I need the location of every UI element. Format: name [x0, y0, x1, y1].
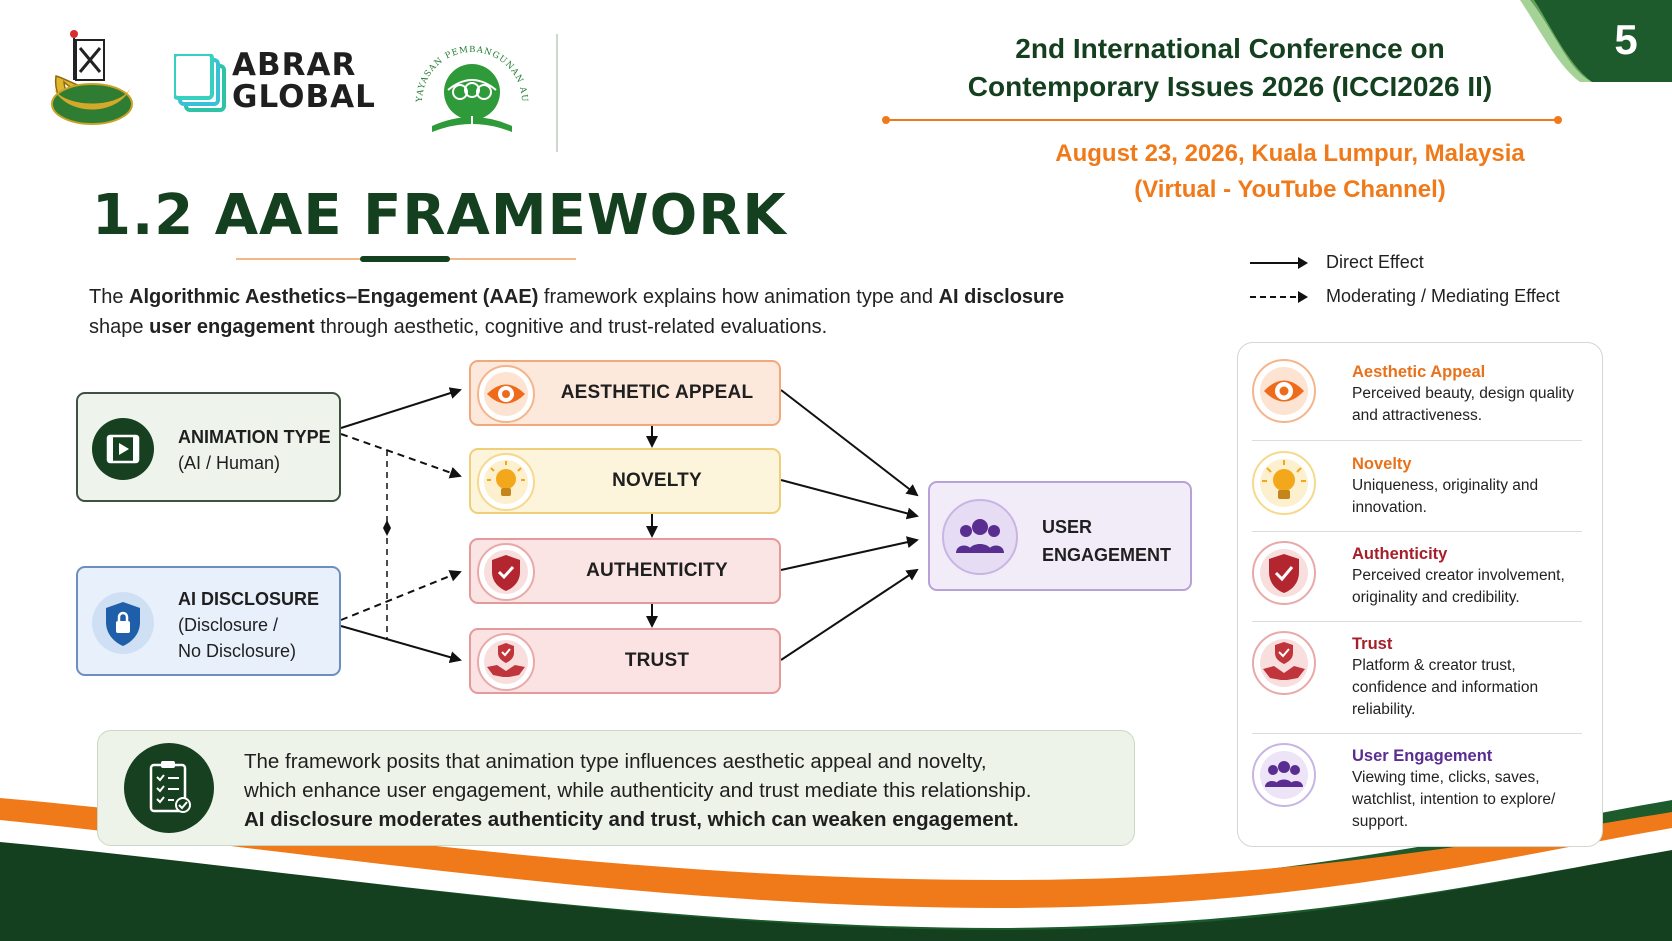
- intro-text: through aesthetic, cognitive and trust-r…: [314, 316, 828, 338]
- animation-type-title: ANIMATION TYPE: [178, 427, 331, 447]
- users-icon: [1252, 743, 1316, 807]
- arrow-tru-ue: [780, 568, 919, 661]
- user-engagement-box: USER ENGAGEMENT: [928, 481, 1192, 591]
- summary-box: The framework posits that animation type…: [97, 730, 1135, 846]
- authenticity-box: AUTHENTICITY: [469, 538, 781, 604]
- film-icon: [92, 418, 154, 480]
- panel-desc-novelty: Uniqueness, originality and innovation.: [1352, 477, 1539, 516]
- ai-disclosure-sub2: No Disclosure): [178, 641, 297, 661]
- ai-disclosure-label: AI DISCLOSURE (Disclosure / No Disclosur…: [178, 586, 319, 664]
- eye-icon: [1252, 359, 1316, 423]
- corner-decoration: [1520, 0, 1672, 82]
- title-underline: [236, 256, 576, 262]
- arrow-aut-ue: [780, 536, 919, 571]
- panel-title-authenticity: Authenticity: [1352, 545, 1448, 563]
- animation-type-sub: (AI / Human): [178, 453, 281, 473]
- shield-check-icon: [477, 543, 535, 601]
- lightbulb-icon: [477, 453, 535, 511]
- conference-date: August 23, 2026, Kuala Lumpur, Malaysia …: [980, 136, 1600, 208]
- user-engagement-label-1: USER: [1042, 517, 1093, 537]
- clipboard-check-icon: [124, 743, 214, 833]
- intro-text: The: [89, 286, 130, 308]
- panel-title-trust: Trust: [1352, 635, 1393, 653]
- lightbulb-icon: [1252, 451, 1316, 515]
- university-crest-logo: [51, 30, 133, 125]
- arrow-ai-authenticity: [340, 570, 462, 621]
- user-engagement-label: USER ENGAGEMENT: [1042, 513, 1171, 569]
- animation-type-label: ANIMATION TYPE (AI / Human): [178, 424, 331, 476]
- user-engagement-label-2: ENGAGEMENT: [1042, 545, 1172, 565]
- panel-desc-authenticity: Perceived creator involvement, originali…: [1352, 567, 1565, 606]
- bottom-wave-decoration: [0, 798, 1672, 941]
- panel-title-novelty: Novelty: [1352, 455, 1412, 473]
- summary-line-2: which enhance user engagement, while aut…: [244, 779, 1032, 802]
- arrow-anim-aesthetic: [340, 387, 462, 429]
- legend-moderating: Moderating / Mediating Effect: [1250, 286, 1650, 310]
- shield-check-icon: [1252, 541, 1316, 605]
- trust-label: TRUST: [624, 650, 690, 671]
- novelty-box: NOVELTY: [469, 448, 781, 514]
- panel-title-user-engagement: User Engagement: [1352, 747, 1493, 765]
- legend-moderating-label: Moderating / Mediating Effect: [1326, 286, 1560, 306]
- summary-line-3: AI disclosure moderates authenticity and…: [244, 808, 1019, 831]
- arrow-nov-ue: [780, 479, 919, 520]
- lock-shield-icon: [92, 592, 154, 654]
- panel-title-aesthetic: Aesthetic Appeal: [1352, 363, 1486, 381]
- animation-type-box: ANIMATION TYPE (AI / Human): [76, 392, 341, 502]
- panel-desc-aesthetic: Perceived beauty, design quality and att…: [1352, 385, 1575, 424]
- abrar-logo-mark: [174, 54, 226, 112]
- aesthetic-appeal-box: AESTHETIC APPEAL: [469, 360, 781, 426]
- users-icon: [942, 499, 1018, 575]
- construct-definitions-panel: Aesthetic Appeal Perceived beauty, desig…: [1237, 342, 1603, 847]
- trust-box: TRUST: [469, 628, 781, 694]
- intro-bold-aae: Algorithmic Aesthetics–Engagement (AAE): [129, 286, 539, 308]
- eye-icon: [477, 365, 535, 423]
- conference-title-line2: Contemporary Issues 2026 (ICCI2026 II): [967, 71, 1493, 102]
- conference-date-line2: (Virtual - YouTube Channel): [1134, 176, 1446, 203]
- legend-direct-label: Direct Effect: [1326, 252, 1424, 272]
- handshake-icon: [1252, 631, 1316, 695]
- ai-disclosure-title: AI DISCLOSURE: [178, 589, 320, 609]
- arrow-anim-novelty: [340, 433, 462, 479]
- panel-desc-trust: Platform & creator trust, confidence and…: [1352, 657, 1539, 718]
- abrar-global-logo: ABRAR GLOBAL: [174, 48, 384, 116]
- authenticity-label: AUTHENTICITY: [586, 560, 728, 581]
- header-divider: [556, 34, 558, 152]
- panel-divider: [1252, 440, 1582, 441]
- arrow-aes-ue: [780, 389, 919, 497]
- page-number: 5: [1614, 16, 1638, 63]
- abrar-logo-word-2: GLOBAL: [232, 79, 376, 115]
- ai-disclosure-box: AI DISCLOSURE (Disclosure / No Disclosur…: [76, 566, 341, 676]
- intro-bold-user-engagement: user engagement: [149, 316, 315, 338]
- dashed-arrow-icon: [1250, 291, 1308, 303]
- intro-text: shape: [89, 316, 150, 338]
- conference-rule: [882, 116, 1562, 124]
- arrow-ai-trust: [340, 625, 462, 664]
- intro-paragraph: The Algorithmic Aesthetics–Engagement (A…: [89, 282, 1109, 342]
- panel-divider: [1252, 531, 1582, 532]
- aesthetic-appeal-label: AESTHETIC APPEAL: [560, 382, 754, 403]
- page-title: 1.2 AAE FRAMEWORK: [92, 183, 787, 248]
- solid-arrow-icon: [1250, 257, 1308, 269]
- intro-text: framework explains how animation type an…: [538, 286, 939, 308]
- summary-text: The framework posits that animation type…: [244, 747, 1124, 834]
- conference-title-line1: 2nd International Conference on: [1015, 33, 1445, 64]
- legend-direct: Direct Effect: [1250, 252, 1650, 276]
- intro-bold-ai-disclosure: AI disclosure: [938, 286, 1065, 308]
- conference-title: 2nd International Conference on Contempo…: [900, 30, 1560, 106]
- yayasan-logo: YAYASAN PEMBANGUNAN AU HASRA: [408, 30, 528, 132]
- handshake-icon: [477, 633, 535, 691]
- abrar-logo-word-1: ABRAR: [232, 47, 357, 83]
- panel-desc-user-engagement: Viewing time, clicks, saves, watchlist, …: [1352, 769, 1556, 830]
- novelty-label: NOVELTY: [612, 470, 702, 491]
- legend: Direct Effect Moderating / Mediating Eff…: [1250, 252, 1650, 324]
- panel-divider: [1252, 733, 1582, 734]
- conference-date-line1: August 23, 2026, Kuala Lumpur, Malaysia: [1055, 140, 1525, 167]
- ai-disclosure-sub1: (Disclosure /: [178, 615, 279, 635]
- summary-line-1: The framework posits that animation type…: [244, 750, 987, 773]
- panel-divider: [1252, 621, 1582, 622]
